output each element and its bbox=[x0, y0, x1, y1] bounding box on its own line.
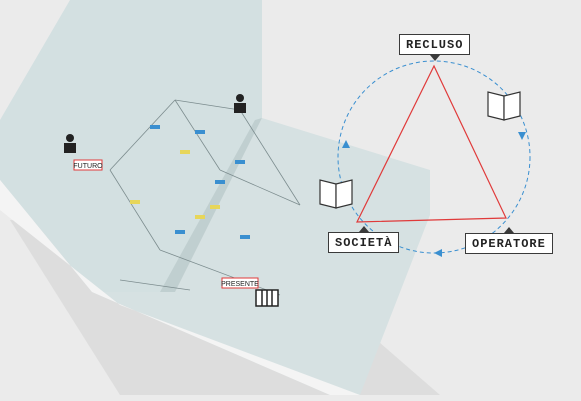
cycle-arrow bbox=[518, 132, 526, 140]
presente-label: PRESENTE bbox=[221, 281, 259, 288]
open-book-icon bbox=[487, 91, 521, 121]
recluso-label: RECLUSO bbox=[399, 34, 471, 61]
page-tags bbox=[130, 125, 250, 239]
cycle-arrow bbox=[342, 140, 350, 148]
futuro-tag: FUTURO bbox=[73, 159, 103, 171]
prison-bars-icon bbox=[255, 289, 279, 307]
societa-label: SOCIETÀ bbox=[328, 226, 400, 253]
relation-triangle bbox=[356, 64, 507, 223]
cycle-arrow bbox=[434, 249, 442, 257]
prisoner-icon bbox=[64, 94, 246, 153]
futuro-label: FUTURO bbox=[73, 163, 103, 170]
open-book-icon bbox=[319, 179, 353, 209]
presente-tag: PRESENTE bbox=[221, 277, 259, 289]
page-diagram bbox=[109, 99, 301, 296]
operatore-label: OPERATORE bbox=[465, 227, 553, 254]
